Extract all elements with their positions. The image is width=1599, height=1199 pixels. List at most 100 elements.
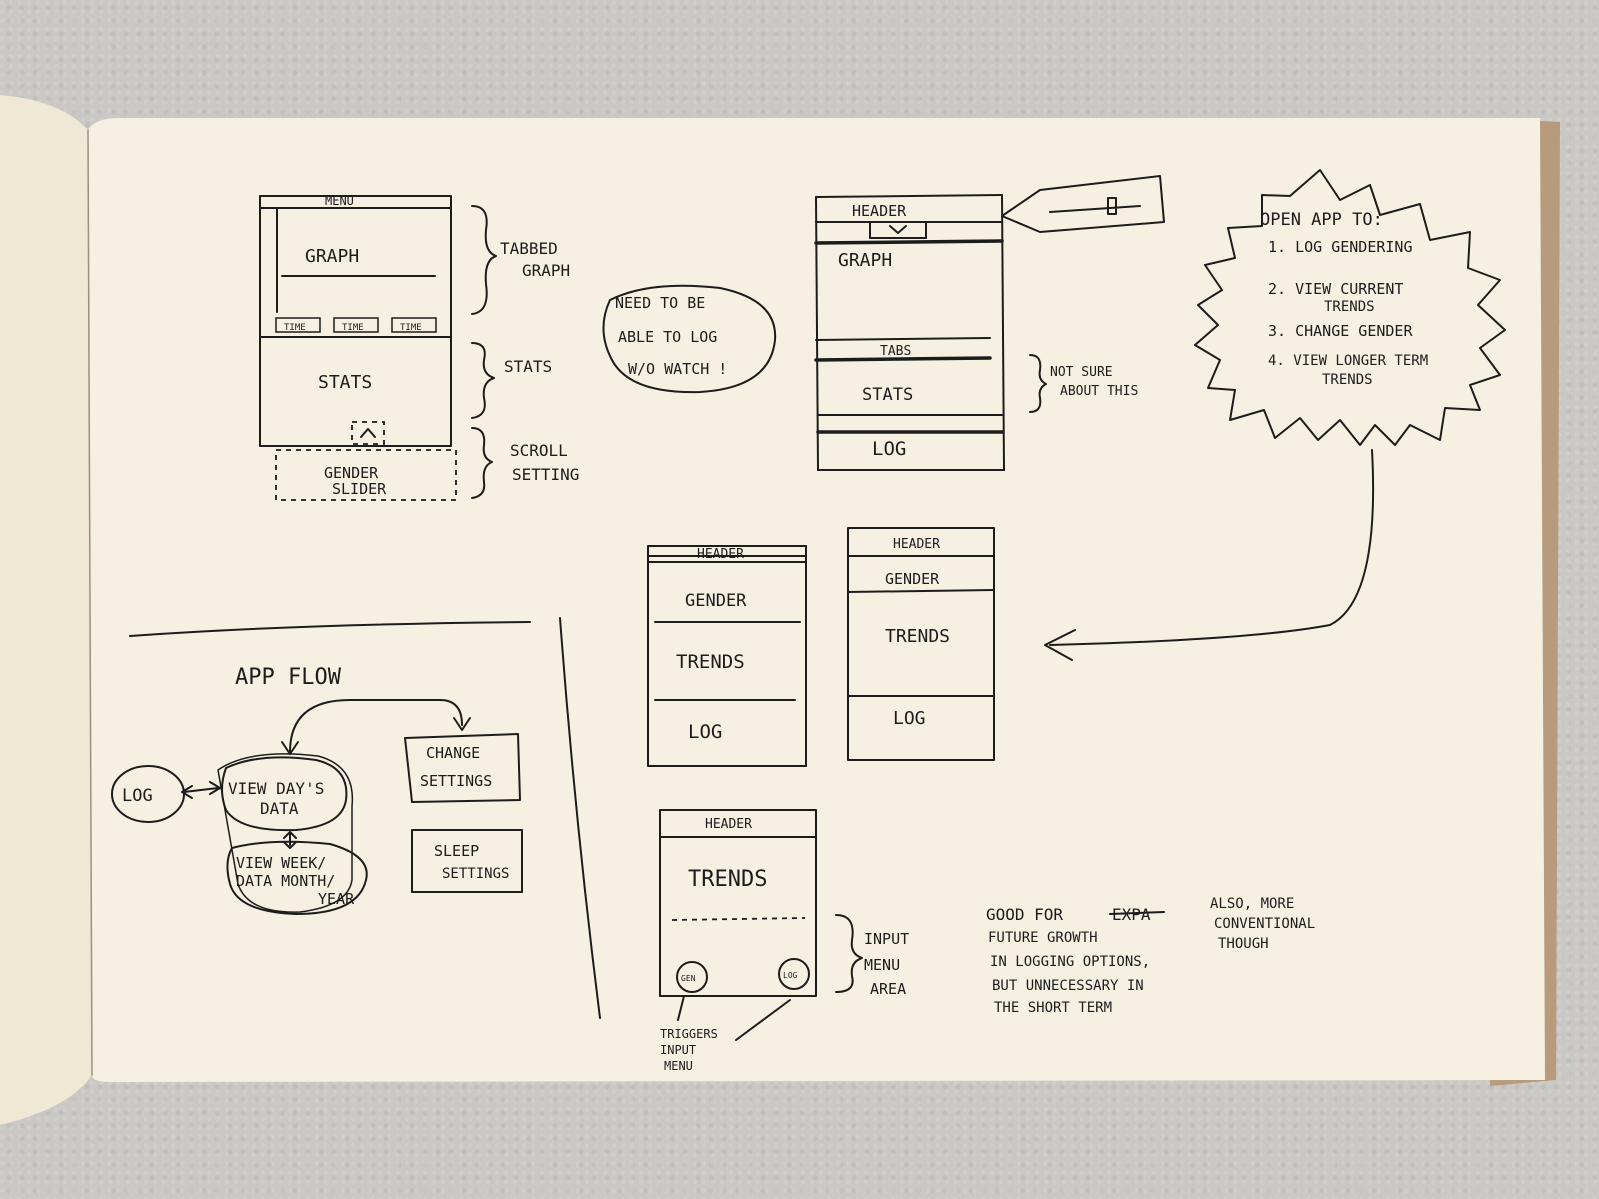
change-settings-label-1: CHANGE: [426, 744, 480, 762]
sketch-1-wireframe: MENU GRAPH TIME TIME TIME STATS GENDER S…: [259, 194, 579, 501]
gender-slider-area: [275, 449, 457, 501]
arrow-day-change: [289, 699, 463, 753]
sleep-settings-node: [411, 829, 523, 893]
change-settings-node: [404, 733, 521, 803]
stats-label-2: STATS: [862, 385, 913, 405]
view-day-node: [221, 756, 348, 832]
starburst-item-1: 1. LOG GENDERING: [1268, 238, 1413, 256]
header-label-4: HEADER: [893, 537, 940, 552]
also-line-1: ALSO, MORE: [1210, 896, 1294, 912]
header-label-5: HEADER: [705, 817, 752, 832]
input-ann-1: INPUT: [864, 930, 909, 948]
starburst-item-2: 2. VIEW CURRENT: [1268, 280, 1403, 298]
slider-track: [1049, 205, 1141, 213]
view-week-node: [226, 840, 368, 915]
header-label-3: HEADER: [697, 547, 744, 562]
stats-label: STATS: [318, 372, 372, 393]
starburst-item-3: 3. CHANGE GENDER: [1268, 322, 1413, 340]
scroll-handle: [351, 421, 385, 445]
trigger-label-3: MENU: [664, 1059, 693, 1073]
good-line-1: GOOD FOR: [986, 905, 1063, 924]
log-label-2: LOG: [872, 438, 906, 460]
time-tab-1-label: TIME: [284, 323, 306, 333]
also-line-3: THOUGH: [1218, 936, 1269, 952]
sketch-page: [88, 118, 1545, 1082]
trends-label-4: TRENDS: [885, 626, 950, 647]
note-line-2: ABLE TO LOG: [618, 328, 717, 346]
vertical-divider: [559, 617, 601, 1019]
arrow-head-icon: [1044, 629, 1076, 661]
sketch-3-wireframe: HEADER GENDER TRENDS LOG: [647, 545, 807, 767]
dropdown-toggle: [869, 221, 927, 239]
slider-callout: [1001, 175, 1165, 233]
brace-scroll: [471, 427, 493, 499]
sketch-4-wireframe: HEADER GENDER TRENDS LOG: [847, 527, 995, 761]
view-week-label-2: DATA MONTH/: [236, 872, 335, 890]
brace-not-sure: [1029, 354, 1047, 413]
double-arrow-icon: [283, 831, 297, 849]
app-flow-title: APP FLOW: [235, 665, 342, 690]
gender-slider-label-2: SLIDER: [332, 480, 387, 498]
good-line-3: IN LOGGING OPTIONS,: [990, 954, 1150, 970]
ann-tabbed-2: GRAPH: [522, 261, 570, 280]
good-crossed: EXPA: [1112, 905, 1151, 924]
sketch-2-wireframe: HEADER GRAPH TABS STATS LOG NOT SURE ABO…: [814, 175, 1165, 471]
left-page: [0, 95, 92, 1125]
graph-label: GRAPH: [305, 246, 359, 267]
trends-label-5: TRENDS: [688, 867, 767, 892]
ann-setting: SETTING: [512, 465, 579, 484]
trigger-line-left: [677, 995, 685, 1021]
time-tab-2: [333, 317, 379, 333]
day-group-outline: [217, 753, 354, 913]
phone-frame-1: [259, 195, 452, 447]
starburst-callout: OPEN APP TO: 1. LOG GENDERING 2. VIEW CU…: [1044, 169, 1506, 661]
bottom-notes: GOOD FOR EXPA FUTURE GROWTH IN LOGGING O…: [986, 896, 1315, 1016]
brace-input: [835, 914, 863, 993]
note-line-1: NEED TO BE: [615, 294, 705, 312]
graph-label-2: GRAPH: [838, 250, 892, 271]
view-day-label-2: DATA: [260, 799, 299, 818]
time-tab-3-label: TIME: [400, 323, 422, 333]
phone-frame-5: [659, 809, 817, 997]
app-flow-diagram: APP FLOW LOG VIEW DAY'S DATA VIEW WEEK/ …: [111, 665, 523, 915]
good-line-5: THE SHORT TERM: [994, 1000, 1112, 1016]
time-tab-1: [275, 317, 321, 333]
log-node-label: LOG: [122, 786, 153, 806]
phone-frame-4: [847, 527, 995, 761]
slider-thumb: [1107, 197, 1117, 215]
gen-button-label: GEN: [681, 974, 696, 983]
log-label-3: LOG: [688, 721, 722, 743]
input-ann-3: AREA: [870, 980, 906, 998]
brace-tabbed: [471, 205, 497, 315]
view-week-label-3: YEAR: [318, 890, 355, 908]
time-tab-2-label: TIME: [342, 323, 364, 333]
gender-label-4: GENDER: [885, 570, 940, 588]
ann-scroll: SCROLL: [510, 441, 568, 460]
trends-label-3: TRENDS: [676, 651, 745, 673]
log-button: [778, 958, 810, 990]
trigger-label-2: INPUT: [660, 1043, 696, 1057]
note-line-3: W/O WATCH !: [628, 360, 727, 378]
chevron-up-icon: [360, 428, 376, 438]
brace-stats: [471, 342, 495, 419]
good-line-4: BUT UNNECESSARY IN: [992, 978, 1144, 994]
starburst-item-4b: TRENDS: [1322, 372, 1373, 388]
log-label-4: LOG: [893, 708, 926, 729]
trigger-label-1: TRIGGERS: [660, 1027, 718, 1041]
flow-arrow-line: [1049, 449, 1375, 646]
book-gutter: [87, 129, 93, 1076]
log-button-label: LOG: [783, 971, 798, 980]
sleep-settings-label-1: SLEEP: [434, 842, 479, 860]
starburst-item-4: 4. VIEW LONGER TERM: [1268, 353, 1428, 369]
sleep-settings-label-2: SETTINGS: [442, 866, 509, 882]
section-divider: [129, 621, 531, 637]
strike-through: [1109, 911, 1165, 915]
header-label-2: HEADER: [852, 202, 907, 220]
change-settings-label-2: SETTINGS: [420, 772, 492, 790]
phone-frame-3: [647, 545, 807, 767]
sketch-5-wireframe: HEADER TRENDS GEN LOG INPUT MENU AREA TR…: [659, 809, 909, 1073]
starburst-title: OPEN APP TO:: [1260, 210, 1383, 230]
input-divider: [671, 917, 806, 921]
view-day-label-1: VIEW DAY'S: [228, 779, 324, 798]
